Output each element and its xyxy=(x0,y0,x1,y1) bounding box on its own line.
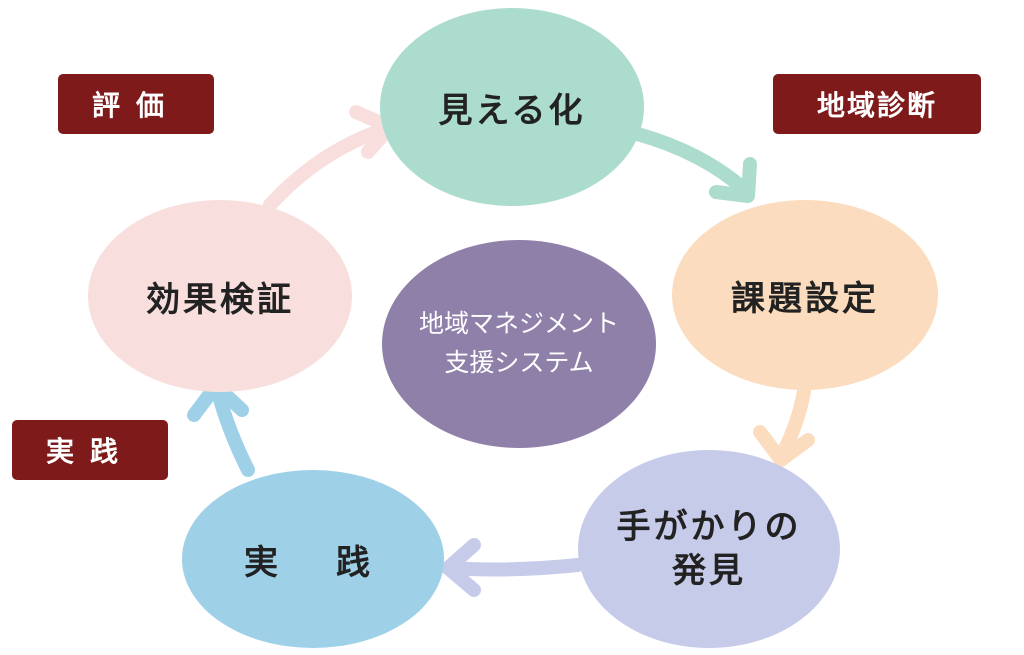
visualization-label: 見える化 xyxy=(438,90,586,131)
issue-setting-node: 課題設定 xyxy=(672,200,938,390)
clue-discovery-label: 手がかりの 発見 xyxy=(616,506,802,591)
center-system-node: 地域マネジメント 支援システム xyxy=(382,240,656,448)
arrow-issue-to-clue xyxy=(753,378,815,467)
regional-diagnosis-tag: 地域診断 xyxy=(773,74,981,134)
arrow-clue-to-practice xyxy=(441,538,585,597)
verification-label: 効果検証 xyxy=(146,279,294,320)
arrow-verification-to-visualization xyxy=(263,105,397,212)
practice-tag: 実践 xyxy=(12,420,168,480)
arrow-practice-to-verification xyxy=(187,379,255,477)
arrow-visualization-to-issue xyxy=(623,125,757,203)
regional-diagnosis-tag-label: 地域診断 xyxy=(816,89,937,122)
center-system-label: 地域マネジメント 支援システム xyxy=(418,309,619,377)
visualization-node: 見える化 xyxy=(380,8,644,206)
practice-label: 実 践 xyxy=(244,542,382,583)
evaluation-tag: 評価 xyxy=(58,74,214,134)
issue-setting-label: 課題設定 xyxy=(731,278,879,319)
practice-tag-label: 実践 xyxy=(45,435,134,468)
verification-node: 効果検証 xyxy=(88,200,352,392)
clue-discovery-node: 手がかりの 発見 xyxy=(578,450,840,648)
evaluation-tag-label: 評価 xyxy=(91,89,180,122)
practice-node: 実 践 xyxy=(182,470,444,648)
